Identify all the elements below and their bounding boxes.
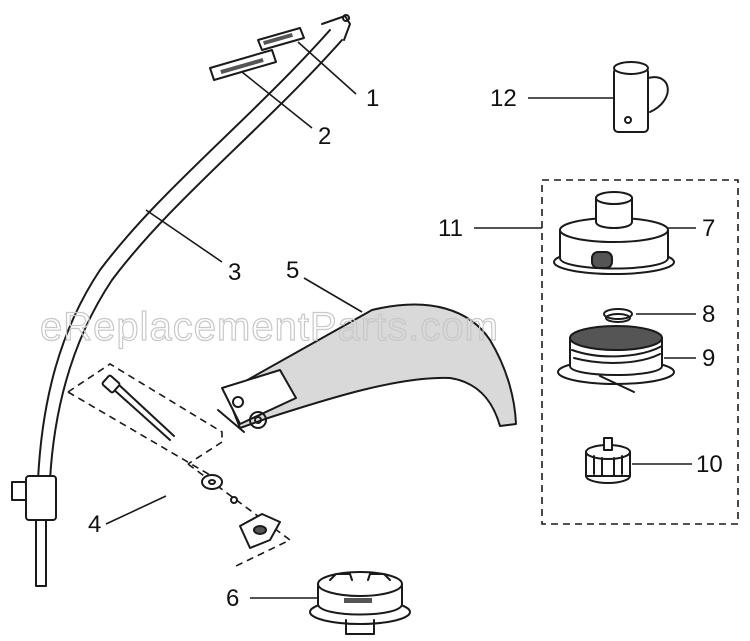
part-5-guard (217, 303, 517, 433)
callout-5: 5 (286, 257, 299, 284)
callout-12: 12 (490, 85, 517, 112)
part-2-label (209, 49, 277, 81)
leader-lines (105, 41, 696, 599)
callout-2: 2 (318, 123, 331, 150)
part-7-spool-cover (553, 191, 675, 275)
callout-6: 6 (226, 585, 239, 612)
part-1-label (257, 27, 305, 51)
callouts: 1 2 3 4 5 6 7 8 9 10 11 12 (88, 85, 723, 612)
callout-8: 8 (702, 301, 715, 328)
part-4-hardware-kit (67, 363, 292, 567)
part-11-kit-box (541, 179, 739, 525)
part-10-bump-knob (585, 437, 631, 484)
callout-10: 10 (696, 451, 723, 478)
part-6-hub-assembly (309, 571, 411, 635)
callout-3: 3 (228, 259, 241, 286)
part-8-spring (603, 308, 633, 323)
callout-7: 7 (702, 215, 715, 242)
callout-9: 9 (702, 345, 715, 372)
callout-1: 1 (366, 85, 379, 112)
callout-4: 4 (88, 511, 101, 538)
part-3-shaft (11, 14, 351, 587)
part-9-spool (557, 325, 675, 393)
part-12-cap-tool (613, 61, 669, 133)
callout-11: 11 (438, 215, 463, 242)
watermark: eReplacementParts.com (40, 305, 499, 349)
